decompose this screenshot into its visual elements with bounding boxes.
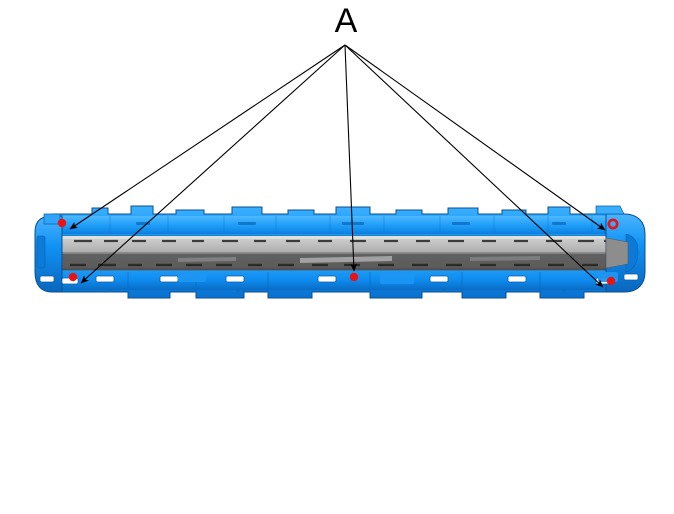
left-cap-slot (39, 275, 55, 283)
channel-split-line (53, 252, 627, 254)
callout-label-a: A (334, 2, 358, 40)
left-cap-top-boss (43, 213, 61, 225)
channel-left-pad (178, 257, 236, 262)
marker-center-fastener (349, 272, 359, 282)
callout-leader-lines (69, 44, 606, 288)
upper-rail-ribs (109, 216, 593, 233)
leader-line-upper-left (69, 44, 346, 230)
left-cap-side-rib (36, 235, 46, 269)
channel-right-pad (470, 256, 540, 261)
bottom-flange-details (95, 272, 618, 293)
right-cap-slot (623, 273, 639, 281)
marker-lower-right-fastener (606, 276, 616, 286)
bottom-slot-holes (95, 275, 527, 283)
marker-upper-left-fastener (57, 218, 67, 228)
channel-centre-pad (300, 256, 392, 263)
leader-line-lower-right (344, 44, 604, 288)
leader-line-lower-left (80, 44, 346, 284)
leader-line-upper-right (344, 44, 606, 231)
marker-lower-left-fastener (68, 272, 78, 282)
bottom-rivet-marks (107, 287, 567, 293)
right-cap-top-boss (595, 205, 625, 215)
part-assembly (34, 205, 646, 299)
right-channel-nose (605, 237, 629, 269)
left-cap-shell (34, 215, 63, 293)
left-end-cap (34, 213, 79, 293)
gray-trim-channel (51, 235, 629, 271)
channel-top-lip (53, 236, 627, 239)
callout-target-markers (57, 218, 619, 286)
upper-rail (52, 216, 614, 234)
leader-line-center (344, 44, 358, 272)
right-cap-inner-curve (625, 233, 639, 273)
marker-upper-right-fastener (607, 218, 619, 230)
